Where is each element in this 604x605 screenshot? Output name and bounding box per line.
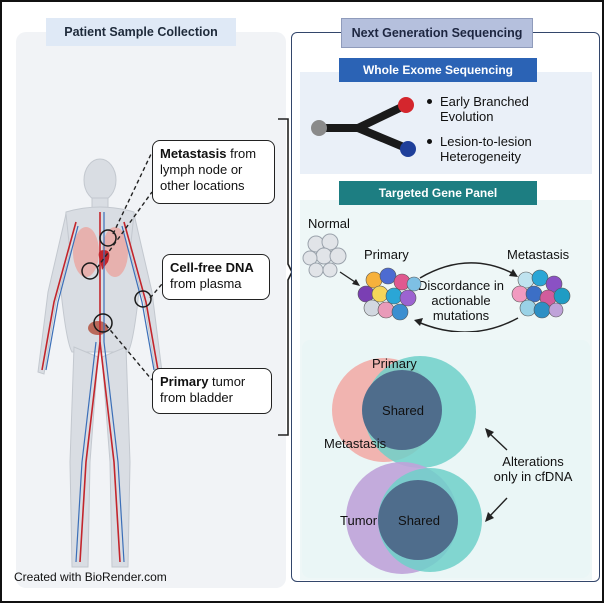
arrow-icon xyxy=(487,497,508,519)
metastasis-label: Metastasis xyxy=(507,247,570,262)
callout-metastasis-inline: from xyxy=(226,146,257,161)
arrow-icon xyxy=(419,262,515,279)
wes-header: Whole Exome Sequencing xyxy=(339,58,537,82)
tgp-header: Targeted Gene Panel xyxy=(339,181,537,205)
bullet-dot-icon xyxy=(427,99,432,104)
discordance-text: Discordance in actionable mutations xyxy=(418,278,504,323)
callout-cfdna: Cell-free DNA from plasma xyxy=(162,254,270,300)
right-panel-title: Next Generation Sequencing xyxy=(341,18,533,48)
callout-cfdna-bold: Cell-free DNA xyxy=(170,260,254,275)
cell-clusters-illustration xyxy=(302,233,571,332)
alterations-text: Alterations only in cfDNA xyxy=(493,454,573,484)
callout-metastasis-rest: lymph node or other locations xyxy=(160,162,245,193)
callout-metastasis-bold: Metastasis xyxy=(160,146,227,161)
arrow-icon xyxy=(417,317,519,332)
footer-credit: Created with BioRender.com xyxy=(14,570,167,584)
venn-top-label-b: Metastasis xyxy=(324,436,387,451)
arrow-icon xyxy=(487,431,508,451)
left-panel-title: Patient Sample Collection xyxy=(46,18,236,46)
normal-label: Normal xyxy=(308,216,350,231)
wes-bullet-2-text: Lesion-to-lesion Heterogeneity xyxy=(440,134,532,164)
wes-bullet-1-text: Early Branched Evolution xyxy=(440,94,529,124)
callout-cfdna-rest: from plasma xyxy=(170,276,242,291)
venn-top-shared: Shared xyxy=(382,403,424,418)
venn-top-label-a: Primary xyxy=(372,356,417,371)
venn-bottom-shared: Shared xyxy=(398,513,440,528)
human-body-illustration xyxy=(37,158,163,568)
primary-label: Primary xyxy=(364,247,409,262)
venn-diagrams xyxy=(332,356,508,574)
callout-primary-rest: from bladder xyxy=(160,390,233,405)
callout-metastasis: Metastasis from lymph node or other loca… xyxy=(152,140,275,204)
phylogenetic-tree-icon xyxy=(311,97,416,157)
callout-primary: Primary tumor from bladder xyxy=(152,368,272,414)
wes-bullet-2: Lesion-to-lesion Heterogeneity xyxy=(427,134,577,164)
wes-bullets: Early Branched Evolution Lesion-to-lesio… xyxy=(427,94,577,164)
bullet-dot-icon xyxy=(427,139,432,144)
wes-section-background xyxy=(300,72,592,174)
callout-primary-bold: Primary xyxy=(160,374,209,389)
callout-primary-inline: tumor xyxy=(208,374,246,389)
wes-bullet-1: Early Branched Evolution xyxy=(427,94,577,124)
venn-bottom-label-a: Tumor xyxy=(340,513,378,528)
